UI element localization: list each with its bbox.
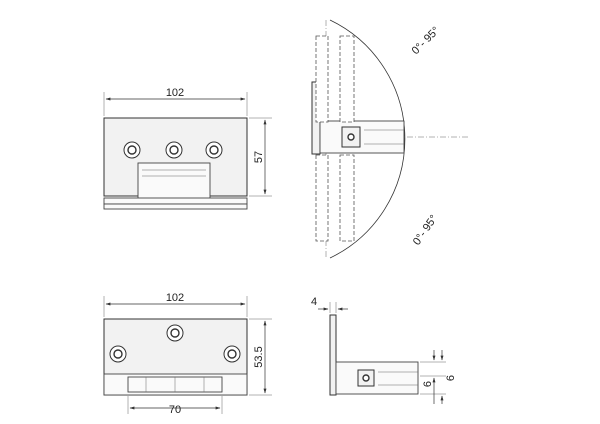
side-pivot-icon <box>362 374 370 382</box>
top-glass-edge-lower <box>103 203 248 210</box>
upper-glass-position <box>315 35 329 123</box>
side-wall-plate <box>329 314 337 396</box>
top-glass-edge <box>103 197 248 205</box>
screw-icon <box>166 324 184 342</box>
top-side-rotation-view: 0°- 95° 0°- 95° <box>311 19 470 259</box>
rotation-arc <box>329 19 406 259</box>
hinge-core <box>319 120 405 154</box>
glass-gap-label-b: 6 <box>445 375 457 381</box>
spacing-label: 70 <box>169 404 181 416</box>
glass-gap-label-a: 6 <box>422 381 434 387</box>
upper-rotation-label: 0°- 95° <box>410 25 442 57</box>
screw-icon <box>109 345 127 363</box>
bottom-front-view: 102 53.5 70 <box>103 292 272 416</box>
lower-clamp-position <box>339 154 355 242</box>
screw-icon <box>123 141 141 159</box>
lower-glass-position <box>315 154 329 242</box>
top-height-label: 57 <box>253 151 265 163</box>
plate-thickness-label: 4 <box>311 296 317 308</box>
pivot-icon <box>347 133 355 141</box>
screw-icon <box>205 141 223 159</box>
side-hinge-body <box>335 361 419 395</box>
top-front-view: 102 57 <box>103 87 272 210</box>
upper-clamp-position <box>339 35 355 123</box>
bottom-height-label: 53.5 <box>253 346 265 367</box>
lower-rotation-label: 0°- 95° <box>411 213 440 248</box>
screw-icon <box>165 141 183 159</box>
bottom-width-label: 102 <box>166 292 184 304</box>
bottom-side-view: 4 6 6 <box>311 296 457 404</box>
screw-icon <box>223 345 241 363</box>
top-width-label: 102 <box>166 87 184 99</box>
